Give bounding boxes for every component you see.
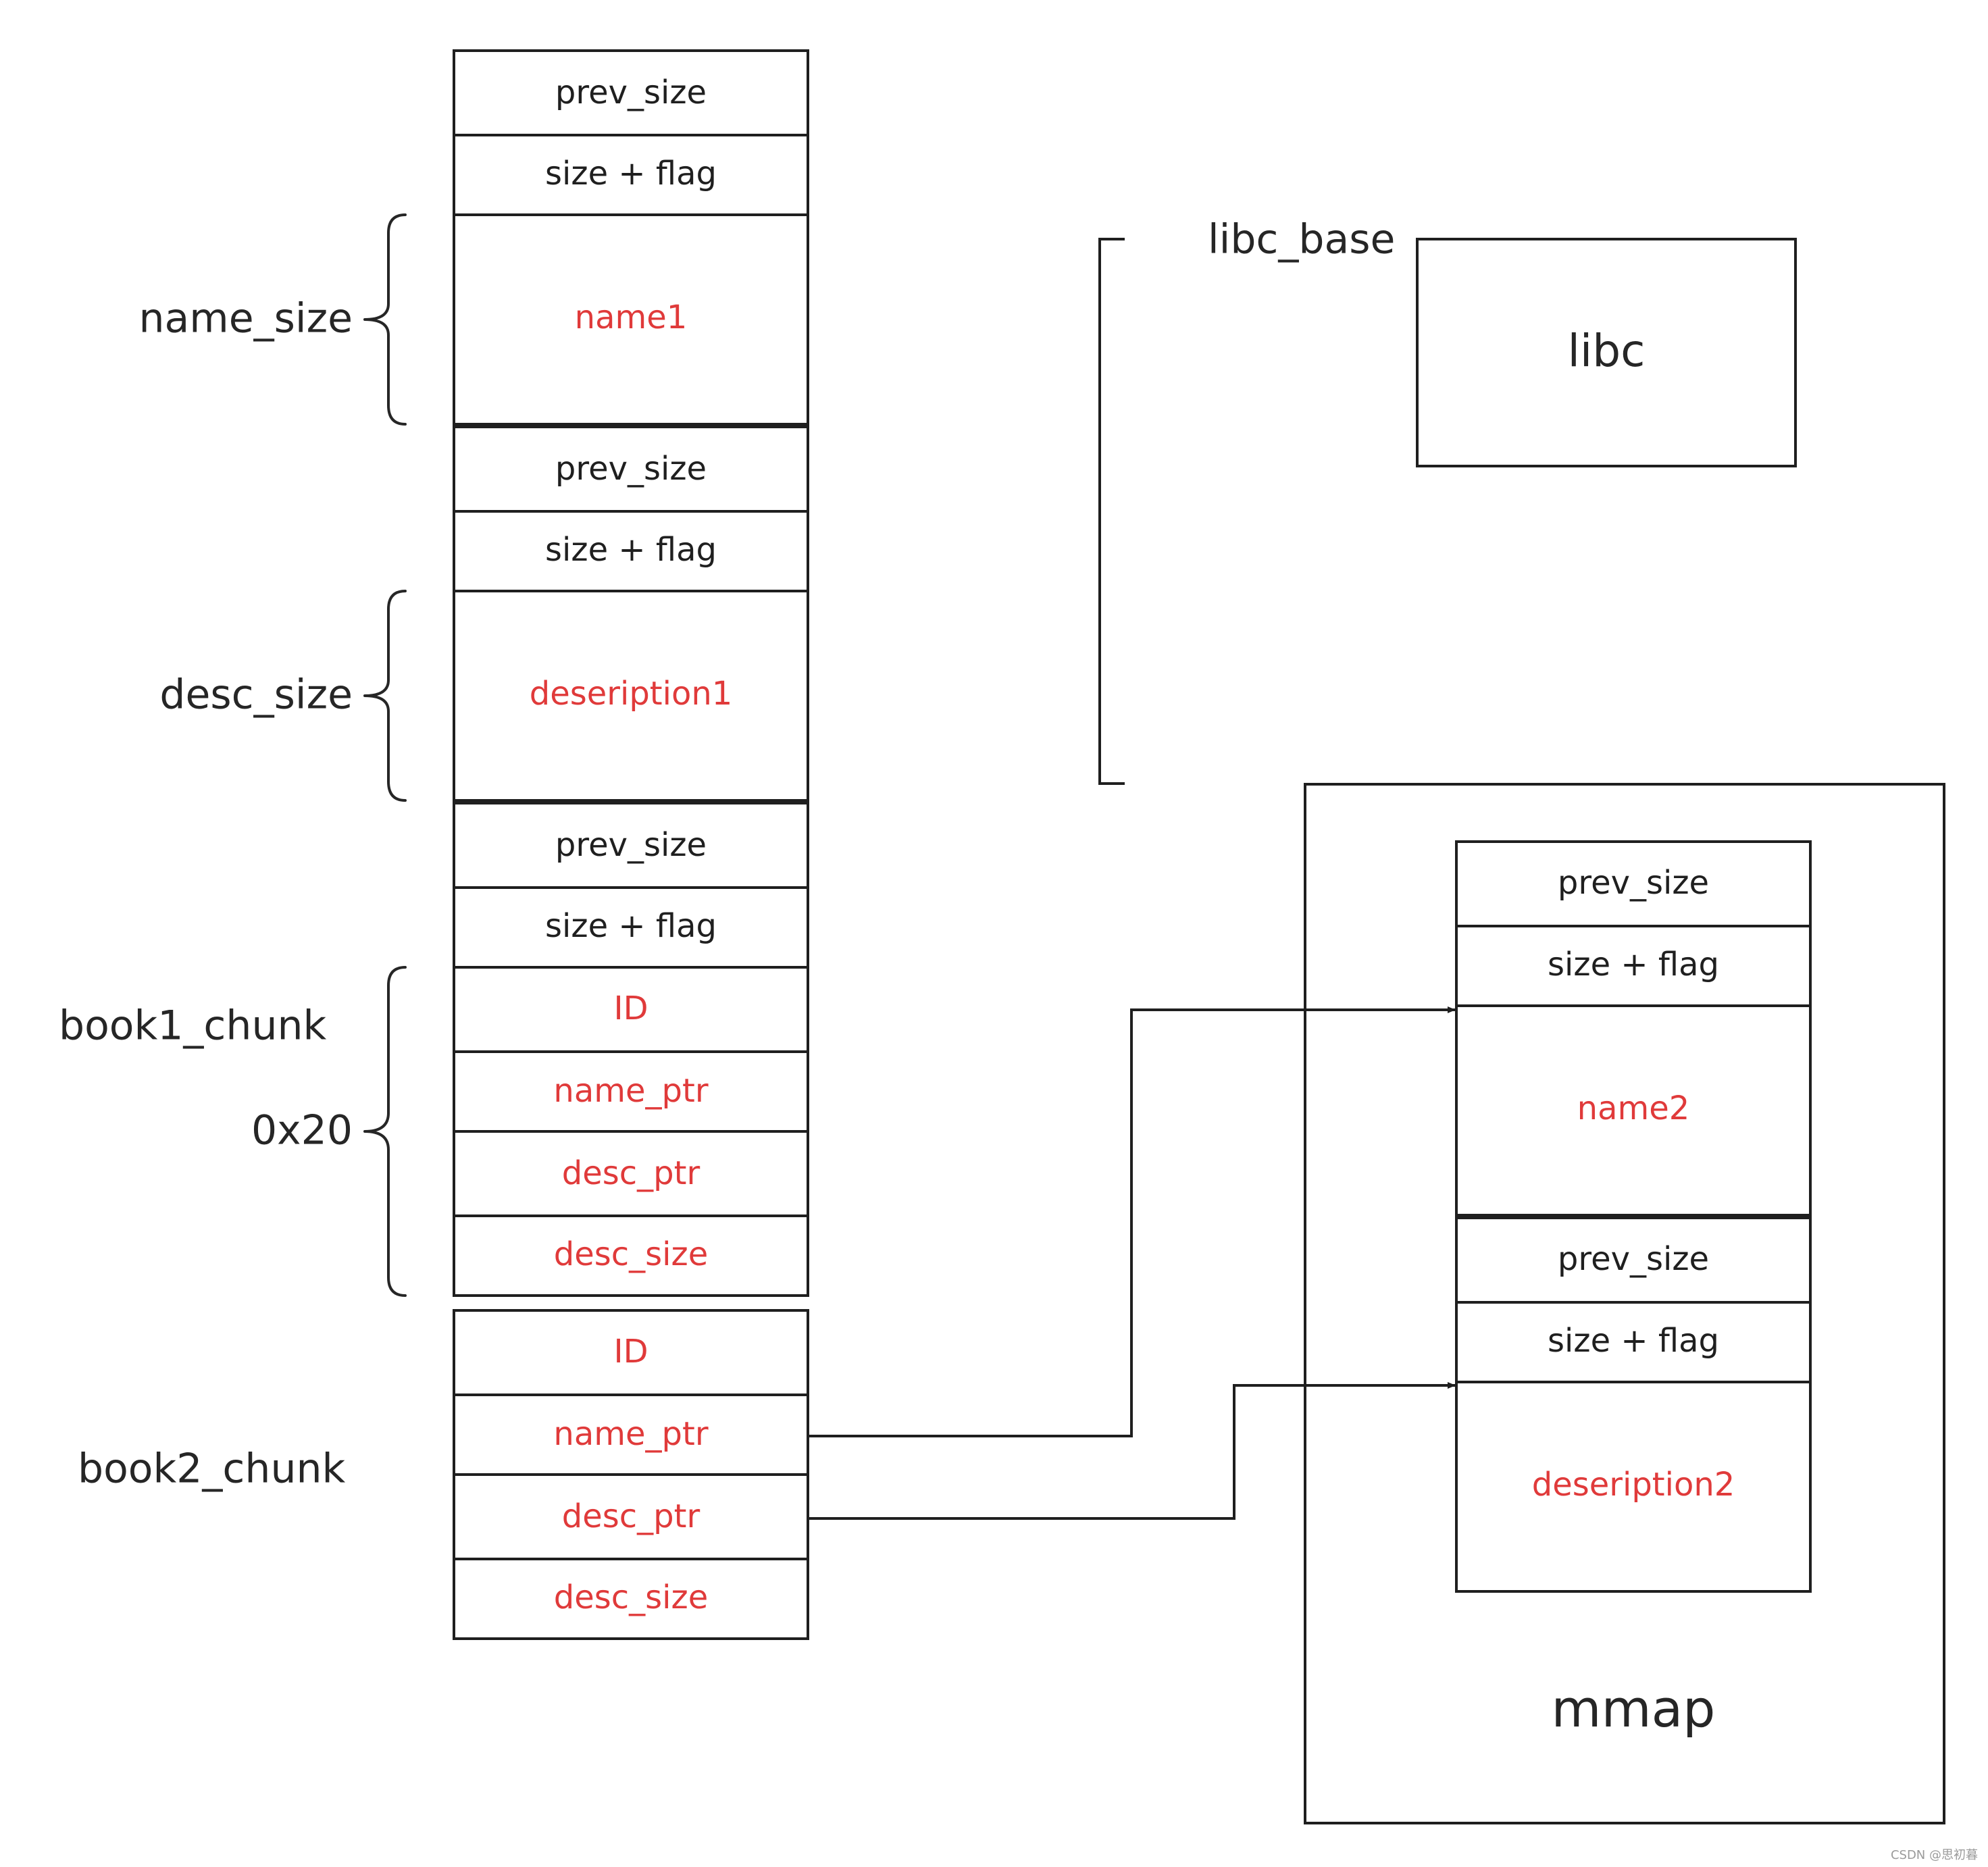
- description2-cell: [1455, 1381, 1812, 1593]
- libc-label: libc: [1568, 325, 1646, 377]
- size-flag-label: size + flag: [545, 907, 717, 945]
- prev-size-label: prev_size: [1558, 1240, 1709, 1278]
- libc-box: [1416, 238, 1797, 467]
- desc-size-cell: [453, 1558, 809, 1640]
- libc-base-label: libc_base: [1208, 216, 1395, 263]
- prev-size-cell: [453, 802, 809, 889]
- size-flag-label: size + flag: [545, 531, 717, 569]
- desc-size-label: desc_size: [554, 1235, 708, 1273]
- size-flag-label: size + flag: [1548, 946, 1719, 983]
- size-flag-cell: [1455, 1301, 1812, 1383]
- prev-size-label: prev_size: [555, 826, 707, 864]
- description2-label: deseription2: [1532, 1466, 1735, 1504]
- libc-range-bracket: [1098, 238, 1125, 785]
- desc-ptr-label: desc_ptr: [562, 1154, 700, 1192]
- name-ptr-cell: [453, 1393, 809, 1476]
- name-size-brace: [363, 213, 407, 426]
- id-cell: [453, 1309, 809, 1396]
- prev-size-cell: [1455, 1217, 1812, 1304]
- name-ptr-arrow: [808, 1006, 1456, 1437]
- prev-size-label: prev_size: [555, 74, 707, 111]
- book2-chunk-struct: ID name_ptr desc_ptr desc_size: [453, 1309, 809, 1640]
- desc-ptr-label: desc_ptr: [562, 1498, 700, 1535]
- mmap-chunk-1: prev_size size + flag name2: [1455, 840, 1812, 1217]
- desc-ptr-arrow: [808, 1382, 1456, 1520]
- desc-size-brace: [363, 590, 407, 802]
- name-size-label: name_size: [139, 295, 353, 342]
- id-label: ID: [613, 1333, 648, 1371]
- desc-ptr-cell: [453, 1130, 809, 1217]
- name2-label: name2: [1577, 1090, 1690, 1127]
- name-ptr-label: name_ptr: [553, 1072, 708, 1110]
- mmap-label: mmap: [1552, 1679, 1716, 1739]
- size-flag-cell: [453, 134, 809, 216]
- id-label: ID: [613, 990, 648, 1027]
- name1-label: name1: [575, 299, 688, 336]
- prev-size-cell: [453, 426, 809, 513]
- mmap-chunk-2: prev_size size + flag deseription2: [1455, 1217, 1812, 1593]
- book1-chunk-label: book1_chunk: [59, 1002, 326, 1050]
- desc-size-cell: [453, 1214, 809, 1297]
- watermark-label: CSDN @思初暮: [1891, 1848, 1978, 1862]
- desc-size-label: desc_size: [159, 671, 353, 719]
- size-flag-cell: [453, 510, 809, 592]
- size-0x20-label: 0x20: [251, 1107, 353, 1154]
- desc-ptr-cell: [453, 1473, 809, 1560]
- heap-chunk-3: prev_size size + flag ID name_ptr desc_p…: [453, 802, 809, 1297]
- prev-size-cell: [453, 49, 809, 136]
- name-ptr-label: name_ptr: [553, 1415, 708, 1453]
- book2-chunk-label: book2_chunk: [78, 1446, 345, 1493]
- prev-size-label: prev_size: [1558, 864, 1709, 902]
- size-flag-cell: [1455, 925, 1812, 1007]
- book1-chunk-brace: [363, 966, 407, 1297]
- heap-chunk-1: prev_size size + flag name1: [453, 49, 809, 426]
- prev-size-label: prev_size: [555, 450, 707, 488]
- description1-label: deseription1: [530, 675, 733, 713]
- size-flag-label: size + flag: [1548, 1322, 1719, 1360]
- heap-chunk-2: prev_size size + flag deseription1: [453, 426, 809, 802]
- size-flag-label: size + flag: [545, 155, 717, 193]
- desc-size-label: desc_size: [554, 1579, 708, 1616]
- name2-cell: [1455, 1004, 1812, 1217]
- name1-cell: [453, 213, 809, 426]
- description1-cell: [453, 590, 809, 802]
